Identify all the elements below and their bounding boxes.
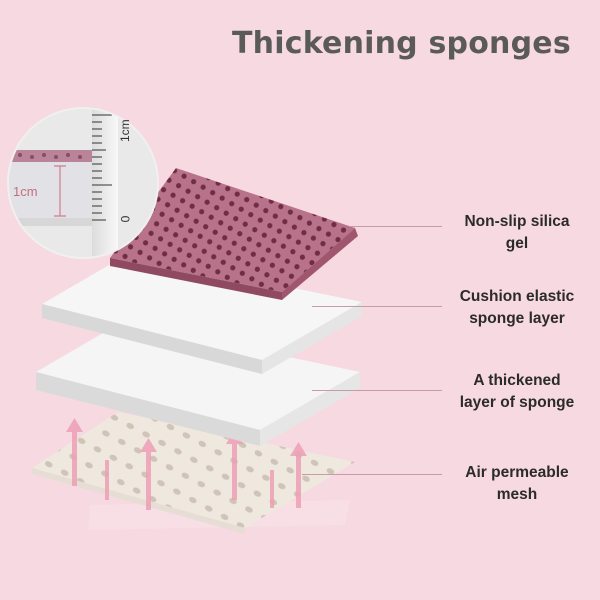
- mesh-layer: [32, 412, 355, 534]
- label-thick-sponge: A thickened layer of sponge: [459, 372, 575, 411]
- leader-line-thick-sponge: [312, 390, 442, 391]
- leader-line-cushion: [312, 306, 442, 307]
- ruler-label-1cm: 1cm: [118, 119, 132, 142]
- cushion-sponge-layer: [42, 254, 362, 374]
- label-air-mesh: Air permeable mesh: [465, 464, 569, 503]
- page-title: Thickening sponges: [232, 26, 571, 61]
- leader-line-mesh: [302, 474, 442, 475]
- label-silica-gel: Non-slip silica gel: [464, 213, 570, 252]
- silica-gel-layer: [110, 168, 358, 300]
- ruler-label-0: 0: [118, 215, 133, 223]
- leader-line-silica: [350, 226, 442, 227]
- zoom-cross-section: [8, 108, 158, 258]
- label-cushion-sponge: Cushion elastic sponge layer: [459, 288, 575, 327]
- thickness-callout: 1cm: [13, 184, 38, 199]
